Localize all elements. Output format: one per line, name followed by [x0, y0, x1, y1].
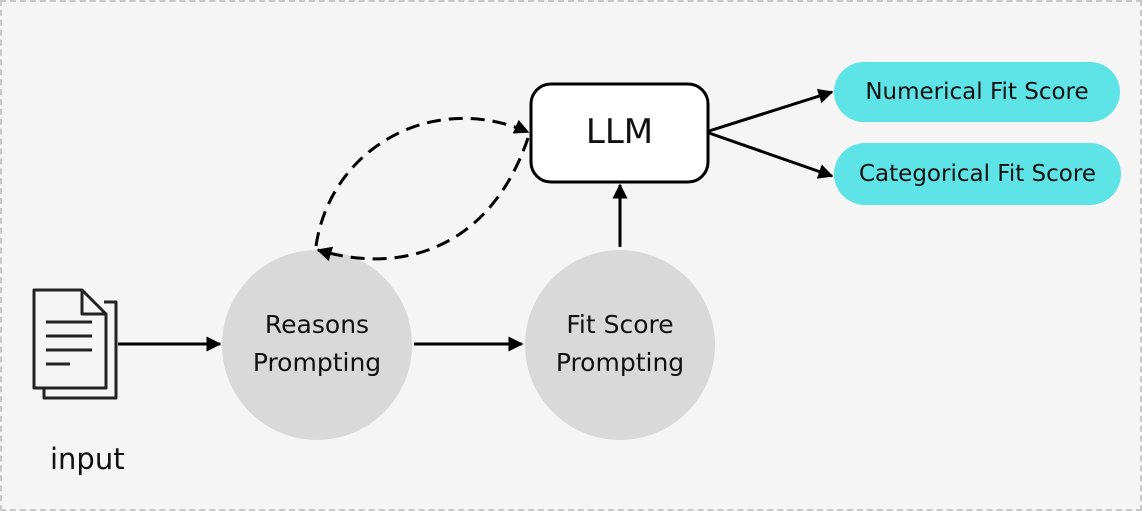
llm-node [529, 82, 710, 184]
reasons-prompting-label: Reasons Prompting [222, 306, 412, 382]
document-icon [32, 288, 118, 400]
fit-score-prompting-node [525, 250, 715, 440]
numerical-fit-score-output: Numerical Fit Score [834, 62, 1120, 122]
fit-score-prompting-label: Fit Score Prompting [525, 306, 715, 382]
reasons-line1: Reasons [264, 310, 370, 339]
reasons-line2: Prompting [252, 348, 382, 377]
fit-score-line1: Fit Score [566, 310, 674, 339]
arrow-llm-to-categorical [708, 131, 834, 179]
arrow-llm-to-numerical [708, 88, 834, 133]
input-label: input [50, 442, 125, 476]
dashed-arrow-reasons-to-llm [314, 116, 530, 247]
categorical-fit-score-output: Categorical Fit Score [834, 143, 1121, 205]
llm-label: LLM [585, 112, 654, 152]
dashed-arrow-llm-to-reasons [316, 137, 530, 262]
reasons-prompting-node [222, 250, 412, 440]
fit-score-line2: Prompting [555, 348, 685, 377]
